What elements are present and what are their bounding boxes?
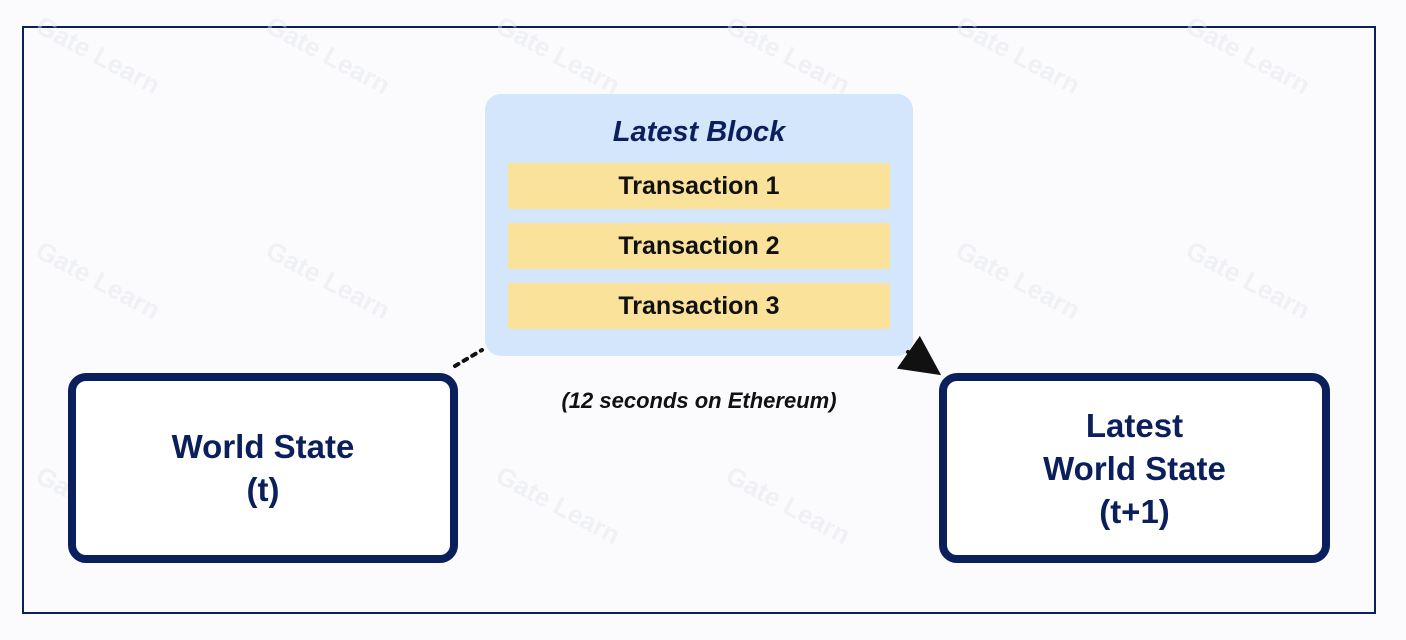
- transaction-item: Transaction 3: [508, 283, 890, 329]
- world-state-time: (t): [246, 471, 280, 508]
- left-dotted-connector: [453, 348, 484, 368]
- world-state-box: World State (t): [68, 373, 458, 563]
- latest-world-state-box: Latest World State (t+1): [939, 373, 1330, 563]
- latest-world-state-label: World State: [1043, 449, 1226, 487]
- right-dotted-arrow: [896, 335, 942, 376]
- block-time-caption: (12 seconds on Ethereum): [561, 388, 837, 413]
- latest-block-title: Latest Block: [612, 116, 786, 148]
- transaction-item: Transaction 1: [508, 163, 890, 209]
- latest-world-state-time: (t+1): [1099, 492, 1170, 530]
- world-state-label: World State: [171, 428, 355, 465]
- latest-label: Latest: [1085, 406, 1184, 444]
- transaction-item: Transaction 2: [508, 223, 890, 269]
